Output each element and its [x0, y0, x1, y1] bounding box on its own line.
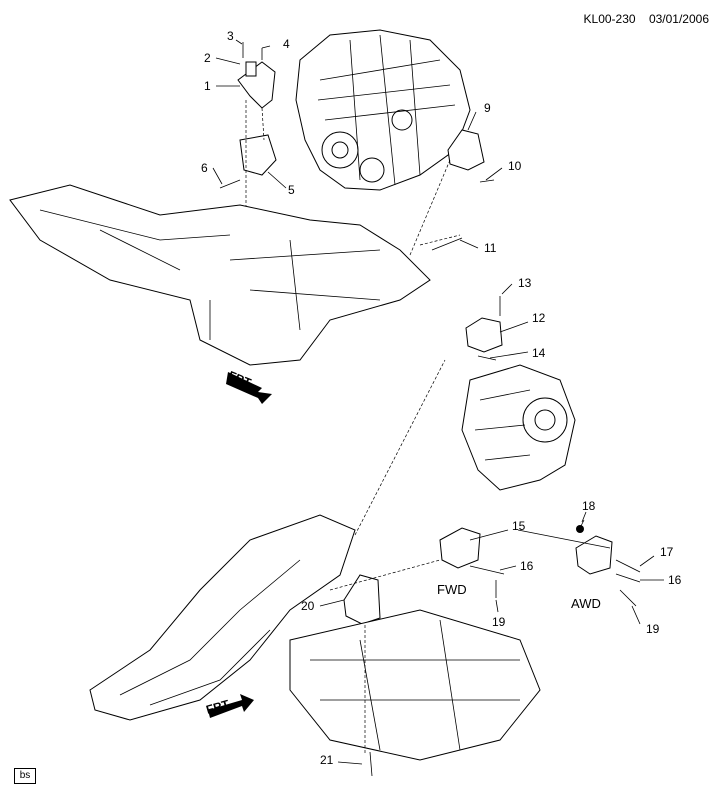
diagram-date: 03/01/2006: [648, 12, 709, 26]
callout-16-awd: 16: [668, 573, 682, 587]
callout-5: 5: [288, 183, 295, 197]
callout-9: 9: [484, 101, 491, 115]
callout-6: 6: [201, 161, 208, 175]
callout-15: 15: [512, 519, 526, 533]
bolts: [219, 42, 641, 777]
left-engine-mount: [237, 61, 277, 260]
diagram-code-date: KL00-230 03/01/2006: [584, 12, 709, 26]
fwd-label: FWD: [437, 582, 467, 597]
callout-10: 10: [508, 159, 522, 173]
callout-16-fwd: 16: [520, 559, 534, 573]
callout-2: 2: [204, 51, 211, 65]
leader-lines: [212, 39, 664, 765]
frt-arrow-lower: [208, 694, 254, 718]
transmission-assembly: [461, 364, 576, 491]
callout-19-awd: 19: [646, 622, 660, 636]
rear-mount: [343, 574, 381, 625]
diagram-code: KL00-230: [583, 12, 636, 26]
lower-subframe: [289, 609, 541, 761]
transmission-mount-top: [465, 317, 503, 353]
callout-3: 3: [227, 29, 234, 43]
callout-20: 20: [301, 599, 315, 613]
awd-mount: [575, 535, 613, 575]
callout-17: 17: [660, 545, 674, 559]
callout-4: 4: [283, 37, 290, 51]
awd-label: AWD: [571, 596, 601, 611]
callout-21: 21: [320, 753, 334, 767]
engine-assembly: [295, 29, 471, 191]
callout-11: 11: [484, 241, 497, 255]
callout-14: 14: [532, 346, 546, 360]
callout-1: 1: [204, 79, 211, 93]
fwd-mount: [439, 527, 481, 569]
callout-19-fwd: 19: [492, 615, 506, 629]
bs-badge: bs: [14, 768, 36, 784]
frt-arrow-upper: [226, 372, 272, 404]
right-engine-mount: [447, 129, 485, 171]
callout-13: 13: [518, 276, 532, 290]
callout-12: 12: [532, 311, 546, 325]
upper-subframe: [9, 159, 461, 366]
lower-frame-rail: [89, 359, 446, 721]
callout-18: 18: [582, 499, 596, 513]
